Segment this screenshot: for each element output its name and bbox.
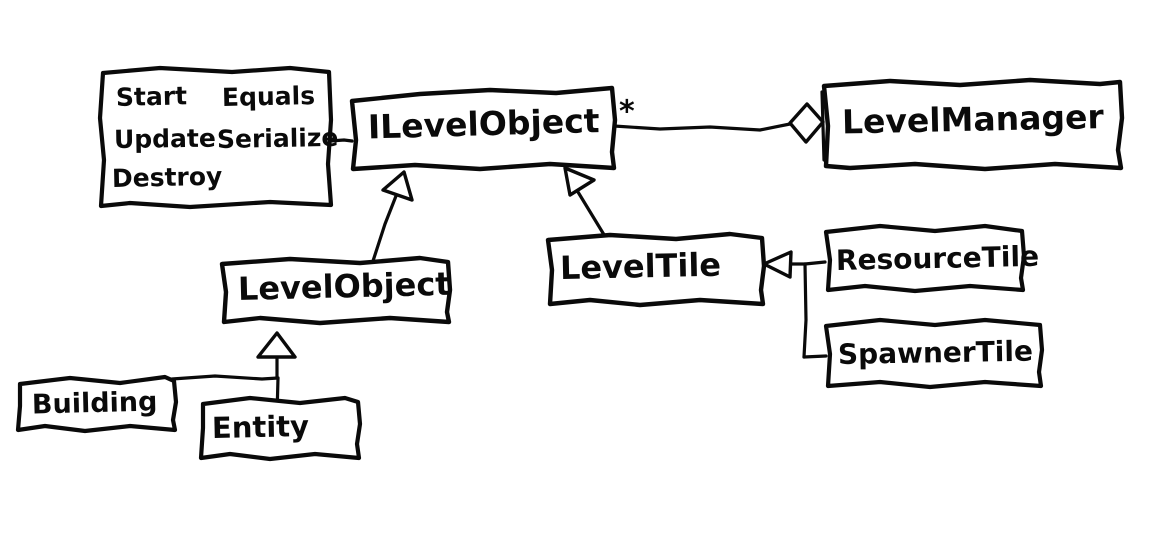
spawnertile-label: SpawnerTile (838, 335, 1034, 371)
realization-triangle-levelobject (381, 170, 414, 202)
node-levelobject[interactable]: LevelObject (219, 255, 453, 326)
aggregation-diamond-levelmanager (788, 102, 825, 144)
methods-note-serialize: Serialize (217, 123, 339, 154)
node-ilevelobject[interactable]: ILevelObject * (349, 85, 635, 172)
node-leveltile[interactable]: LevelTile (545, 231, 767, 308)
edge-layer (170, 90, 828, 417)
node-spawnertile[interactable]: SpawnerTile (823, 317, 1045, 390)
spawnertile-box (823, 317, 1045, 390)
node-building[interactable]: Building (15, 374, 179, 434)
generalization-triangle-levelobject (256, 331, 297, 359)
generalization-triangle-leveltile (762, 250, 793, 279)
entity-label: Entity (212, 409, 310, 445)
node-entity[interactable]: Entity (198, 395, 363, 462)
levelobject-label: LevelObject (237, 265, 451, 308)
edge-note-to-ilevelobject (328, 138, 354, 143)
edge-leveltile-to-ilevelobject (576, 190, 608, 240)
edge-resourcetile-to-trunk (803, 260, 827, 266)
building-box (15, 374, 179, 434)
node-resourcetile[interactable]: ResourceTile (823, 223, 1040, 294)
levelobject-box (219, 255, 453, 326)
methods-note-destroy: Destroy (112, 162, 223, 193)
ilevelobject-box (349, 85, 618, 172)
ilevelobject-multiplicity: * (619, 95, 635, 130)
ilevelobject-label: ILevelObject (367, 101, 600, 146)
node-methods-note[interactable]: Start Update Destroy Equals Serialize (97, 65, 339, 210)
leveltile-label: LevelTile (560, 246, 722, 287)
building-label: Building (32, 386, 158, 420)
levelmanager-box (821, 77, 1125, 172)
realization-triangle-leveltile (563, 166, 596, 197)
methods-note-equals: Equals (222, 81, 316, 112)
methods-note-start: Start (116, 81, 188, 112)
methods-note-box (97, 65, 334, 210)
methods-note-update: Update (114, 124, 216, 154)
edge-building-to-trunk (170, 374, 280, 381)
leveltile-box (545, 231, 767, 308)
edge-spawnertile-to-trunk (802, 354, 828, 359)
levelmanager-anchor-bar (820, 90, 826, 162)
edge-tile-trunk-vertical (802, 262, 808, 359)
edge-ilevelobject-to-levelmanager (612, 122, 792, 132)
resourcetile-box (823, 223, 1027, 294)
resourcetile-label: ResourceTile (836, 240, 1040, 277)
levelmanager-label: LevelManager (842, 97, 1105, 141)
edge-levelobject-to-ilevelobject (371, 194, 398, 263)
node-levelmanager[interactable]: LevelManager (821, 77, 1125, 172)
entity-box (198, 395, 363, 462)
